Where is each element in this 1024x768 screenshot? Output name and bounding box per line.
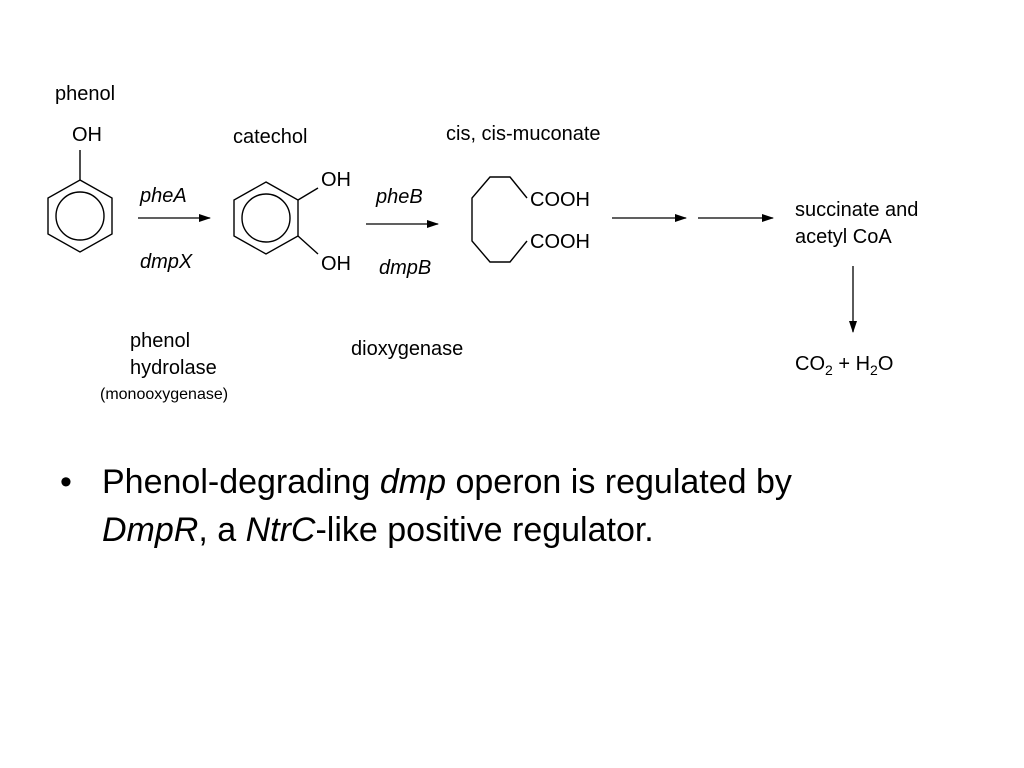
bullet-text-part1: Phenol-degrading (102, 463, 380, 501)
plus-h-text: + H (833, 353, 870, 375)
h2-subscript: 2 (870, 362, 878, 378)
co2-subscript: 2 (825, 362, 833, 378)
phenol-benzene-ring (47, 150, 113, 253)
bullet-text-part3: operon is regulated by (446, 463, 792, 501)
bullet-text: Phenol-degrading dmp operon is regulated… (102, 458, 952, 554)
pheA-gene-label: pheA (139, 185, 187, 207)
catechol-benzene-ring (233, 181, 319, 255)
o-text: O (878, 353, 894, 375)
phenol-label: phenol (55, 83, 115, 105)
catechol-label: catechol (233, 126, 308, 148)
co2-h2o-label: CO2 + H2O (795, 353, 893, 378)
bullet-text-part5: , a (198, 511, 246, 549)
acetyl-coa-label: acetyl CoA (795, 226, 892, 248)
phenol-oh-label: OH (72, 124, 102, 146)
dmp-italic: dmp (379, 463, 447, 501)
succinate-label: succinate and (795, 199, 918, 221)
dioxygenase-label: dioxygenase (351, 338, 463, 360)
muconate-cooh-top-label: COOH (530, 189, 590, 211)
monooxygenase-label: (monooxygenase) (100, 386, 228, 403)
catechol-oh-top-label: OH (321, 169, 351, 191)
dmpX-gene-label: dmpX (140, 251, 193, 273)
phenol-hydrolase-label-line1: phenol (130, 330, 190, 352)
dmpB-gene-label: dmpB (379, 257, 431, 279)
ntrc-italic: NtrC (245, 511, 316, 549)
muconate-chain (471, 176, 528, 263)
dmpr-italic: DmpR (102, 511, 199, 549)
phenol-hydrolase-label-line2: hydrolase (130, 357, 217, 379)
co-text: CO (795, 353, 825, 375)
cis-cis-muconate-label: cis, cis-muconate (446, 123, 601, 145)
catechol-oh-bottom-label: OH (321, 253, 351, 275)
phenol-degradation-pathway-diagram: phenol OH pheA dmpX phenol hydrolase (mo… (47, 83, 918, 403)
bullet-text-part7: -like positive regulator. (315, 511, 654, 549)
muconate-cooh-bottom-label: COOH (530, 231, 590, 253)
pheB-gene-label: pheB (375, 186, 423, 208)
bullet-symbol: • (60, 463, 72, 501)
